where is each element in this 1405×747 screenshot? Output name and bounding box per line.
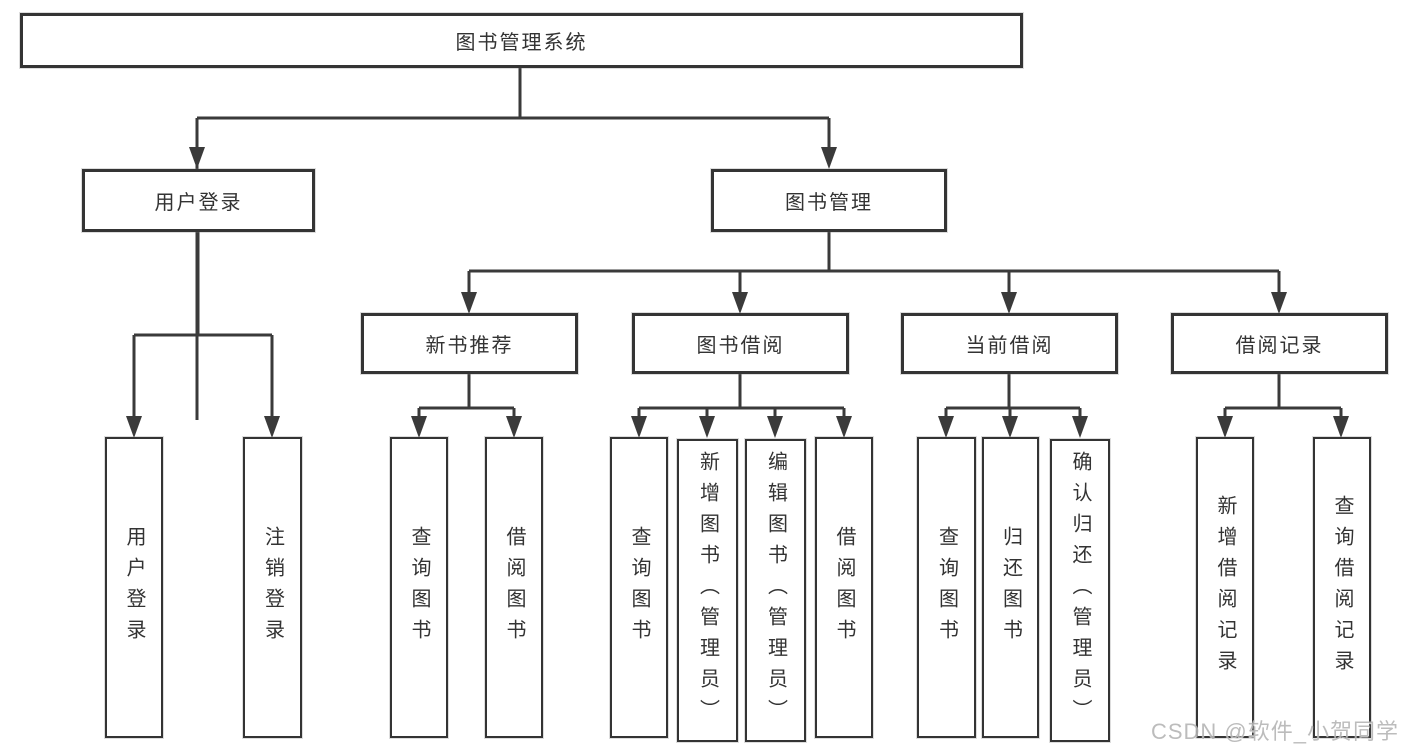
node-label: 查询图书 <box>935 525 958 650</box>
leaf-records-query-record: 查询借阅记录 <box>1313 437 1371 738</box>
leaf-user-login: 用户登录 <box>105 437 163 738</box>
node-label: 图书借阅 <box>696 335 785 357</box>
connector-newbookrec-to-leaves <box>411 374 522 438</box>
leaf-records-add-record: 新增借阅记录 <box>1196 437 1254 738</box>
node-label: 当前借阅 <box>965 335 1054 357</box>
node-label: 用户登录 <box>123 525 145 650</box>
connector-root-to-level2 <box>189 68 837 420</box>
connector-borrowrecords-to-leaves <box>1217 374 1349 438</box>
node-system-root: 图书管理系统 <box>20 13 1023 68</box>
leaf-current-confirm-return-admin: 确认归还（管理员） <box>1050 439 1110 742</box>
node-label: 确认归还（管理员） <box>1069 451 1091 730</box>
node-label: 查询借阅记录 <box>1331 494 1353 681</box>
node-label: 用户登录 <box>154 192 243 214</box>
node-label: 图书管理系统 <box>455 32 588 54</box>
leaf-borrow-borrow-books: 借阅图书 <box>815 437 873 738</box>
leaf-newbookrec-borrow-books: 借阅图书 <box>485 437 543 738</box>
node-label: 借阅图书 <box>503 525 525 650</box>
node-user-login-group: 用户登录 <box>82 169 315 232</box>
node-current-borrowing: 当前借阅 <box>901 313 1118 374</box>
connector-bookmgmt-to-level3 <box>461 232 1287 314</box>
node-label: 新增借阅记录 <box>1214 494 1236 681</box>
connector-userlogin-to-leaves <box>126 232 280 438</box>
connector-currentborrow-to-leaves <box>938 374 1088 438</box>
node-label: 借阅图书 <box>833 525 855 650</box>
leaf-borrow-edit-books-admin: 编辑图书（管理员） <box>745 439 806 742</box>
node-new-book-recommendation: 新书推荐 <box>361 313 578 374</box>
node-label: 图书管理 <box>785 192 873 214</box>
node-book-borrowing: 图书借阅 <box>632 313 849 374</box>
leaf-logout: 注销登录 <box>243 437 302 738</box>
node-label: 查询图书 <box>628 525 650 650</box>
node-book-management-group: 图书管理 <box>711 169 947 232</box>
node-label: 查询图书 <box>408 525 430 650</box>
leaf-current-return-books: 归还图书 <box>982 437 1039 738</box>
node-label: 归还图书 <box>999 525 1022 650</box>
leaf-current-query-books: 查询图书 <box>917 437 976 738</box>
leaf-borrow-add-books-admin: 新增图书（管理员） <box>677 439 738 742</box>
leaf-newbookrec-query-books: 查询图书 <box>390 437 448 738</box>
node-label: 注销登录 <box>261 525 284 650</box>
node-label: 新书推荐 <box>425 335 514 357</box>
node-label: 编辑图书（管理员） <box>764 451 787 730</box>
node-borrowing-records: 借阅记录 <box>1171 313 1388 374</box>
leaf-borrow-query-books: 查询图书 <box>610 437 668 738</box>
node-label: 借阅记录 <box>1235 335 1324 357</box>
node-label: 新增图书（管理员） <box>696 451 719 730</box>
connector-bookborrow-to-leaves <box>631 374 852 438</box>
